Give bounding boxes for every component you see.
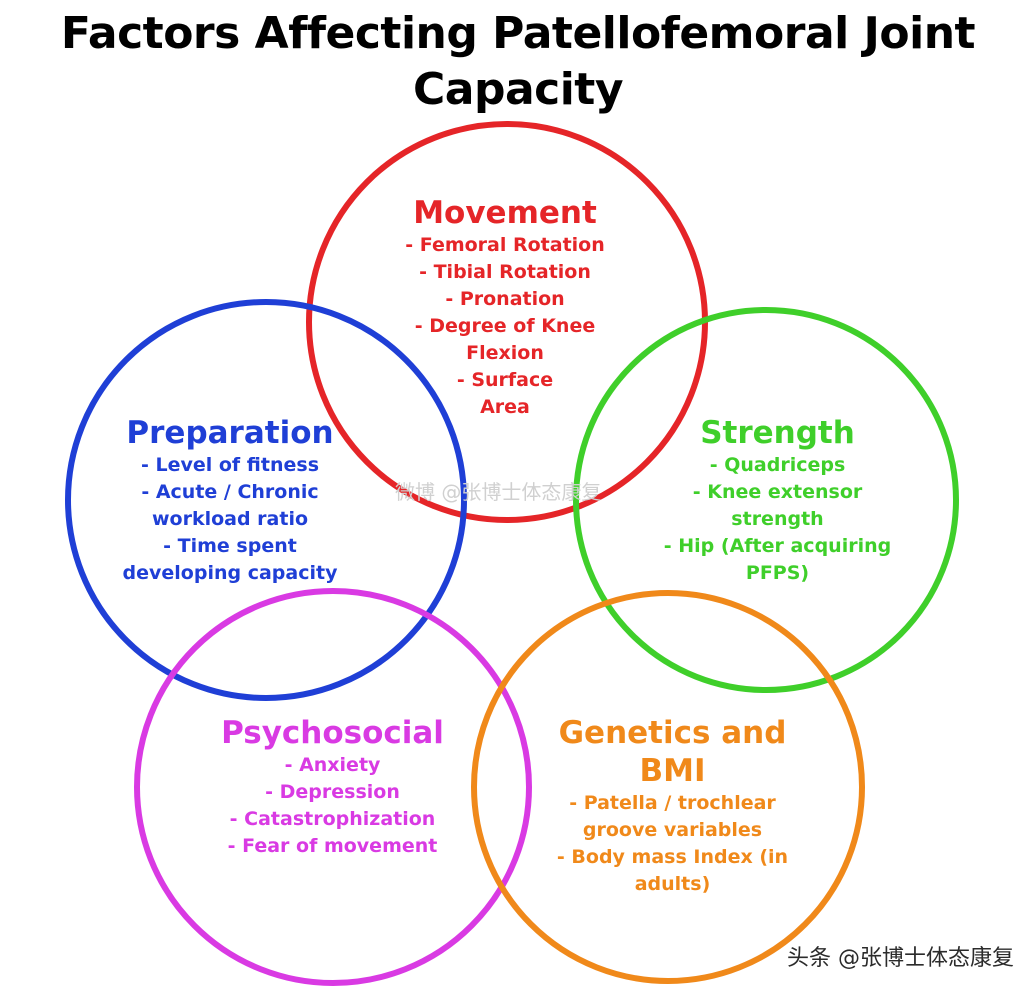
movement-item: Flexion [466,342,544,364]
title-line-2: Capacity [412,64,624,115]
psychosocial-item: - Catastrophization [229,808,436,830]
preparation-circle [65,299,467,701]
genetics-heading-line-1: Genetics and [558,715,787,751]
genetics-group: Genetics and BMI - Patella / trochlear g… [540,714,805,898]
genetics-item: adults) [634,873,711,895]
preparation-heading: Preparation [126,415,334,451]
genetics-item: groove variables [582,819,763,841]
movement-item: - Surface [456,369,554,391]
genetics-item: - Patella / trochlear [569,792,776,814]
diagram-title: Factors Affecting Patellofemoral Joint C… [0,6,1036,118]
strength-circle [573,307,959,693]
movement-item: - Femoral Rotation [405,234,605,256]
psychosocial-heading: Psychosocial [221,715,444,751]
psychosocial-circle [134,588,532,986]
title-line-1: Factors Affecting Patellofemoral Joint [60,8,976,59]
psychosocial-group: Psychosocial - Anxiety - Depression - Ca… [185,714,480,860]
movement-item: Area [480,396,530,418]
strength-item: - Hip (After acquiring [663,535,892,557]
strength-item: PFPS) [745,562,810,584]
source-credit: 头条 @张博士体态康复 [787,946,1014,971]
movement-item: - Pronation [445,288,565,310]
preparation-item: developing capacity [122,562,338,584]
strength-group: Strength - Quadriceps - Knee extensor st… [640,414,915,587]
preparation-group: Preparation - Level of fitness - Acute /… [85,414,375,587]
strength-item: strength [731,508,824,530]
preparation-item: - Time spent [163,535,297,557]
strength-heading: Strength [700,415,855,451]
strength-item: - Knee extensor [692,481,863,503]
genetics-circle [471,590,865,984]
preparation-item: - Level of fitness [140,454,320,476]
genetics-item: - Body mass Index (in [556,846,789,868]
psychosocial-item: - Fear of movement [227,835,438,857]
watermark: 微博 @张博士体态康复 [395,480,602,504]
psychosocial-item: - Anxiety [284,754,381,776]
strength-item: - Quadriceps [709,454,846,476]
movement-group: Movement - Femoral Rotation - Tibial Rot… [355,194,655,421]
genetics-heading-line-2: BMI [639,753,706,789]
preparation-item: - Acute / Chronic [141,481,319,503]
movement-item: - Degree of Knee [414,315,596,337]
movement-item: - Tibial Rotation [419,261,591,283]
psychosocial-item: - Depression [265,781,400,803]
preparation-item: workload ratio [151,508,309,530]
movement-heading: Movement [413,195,597,231]
